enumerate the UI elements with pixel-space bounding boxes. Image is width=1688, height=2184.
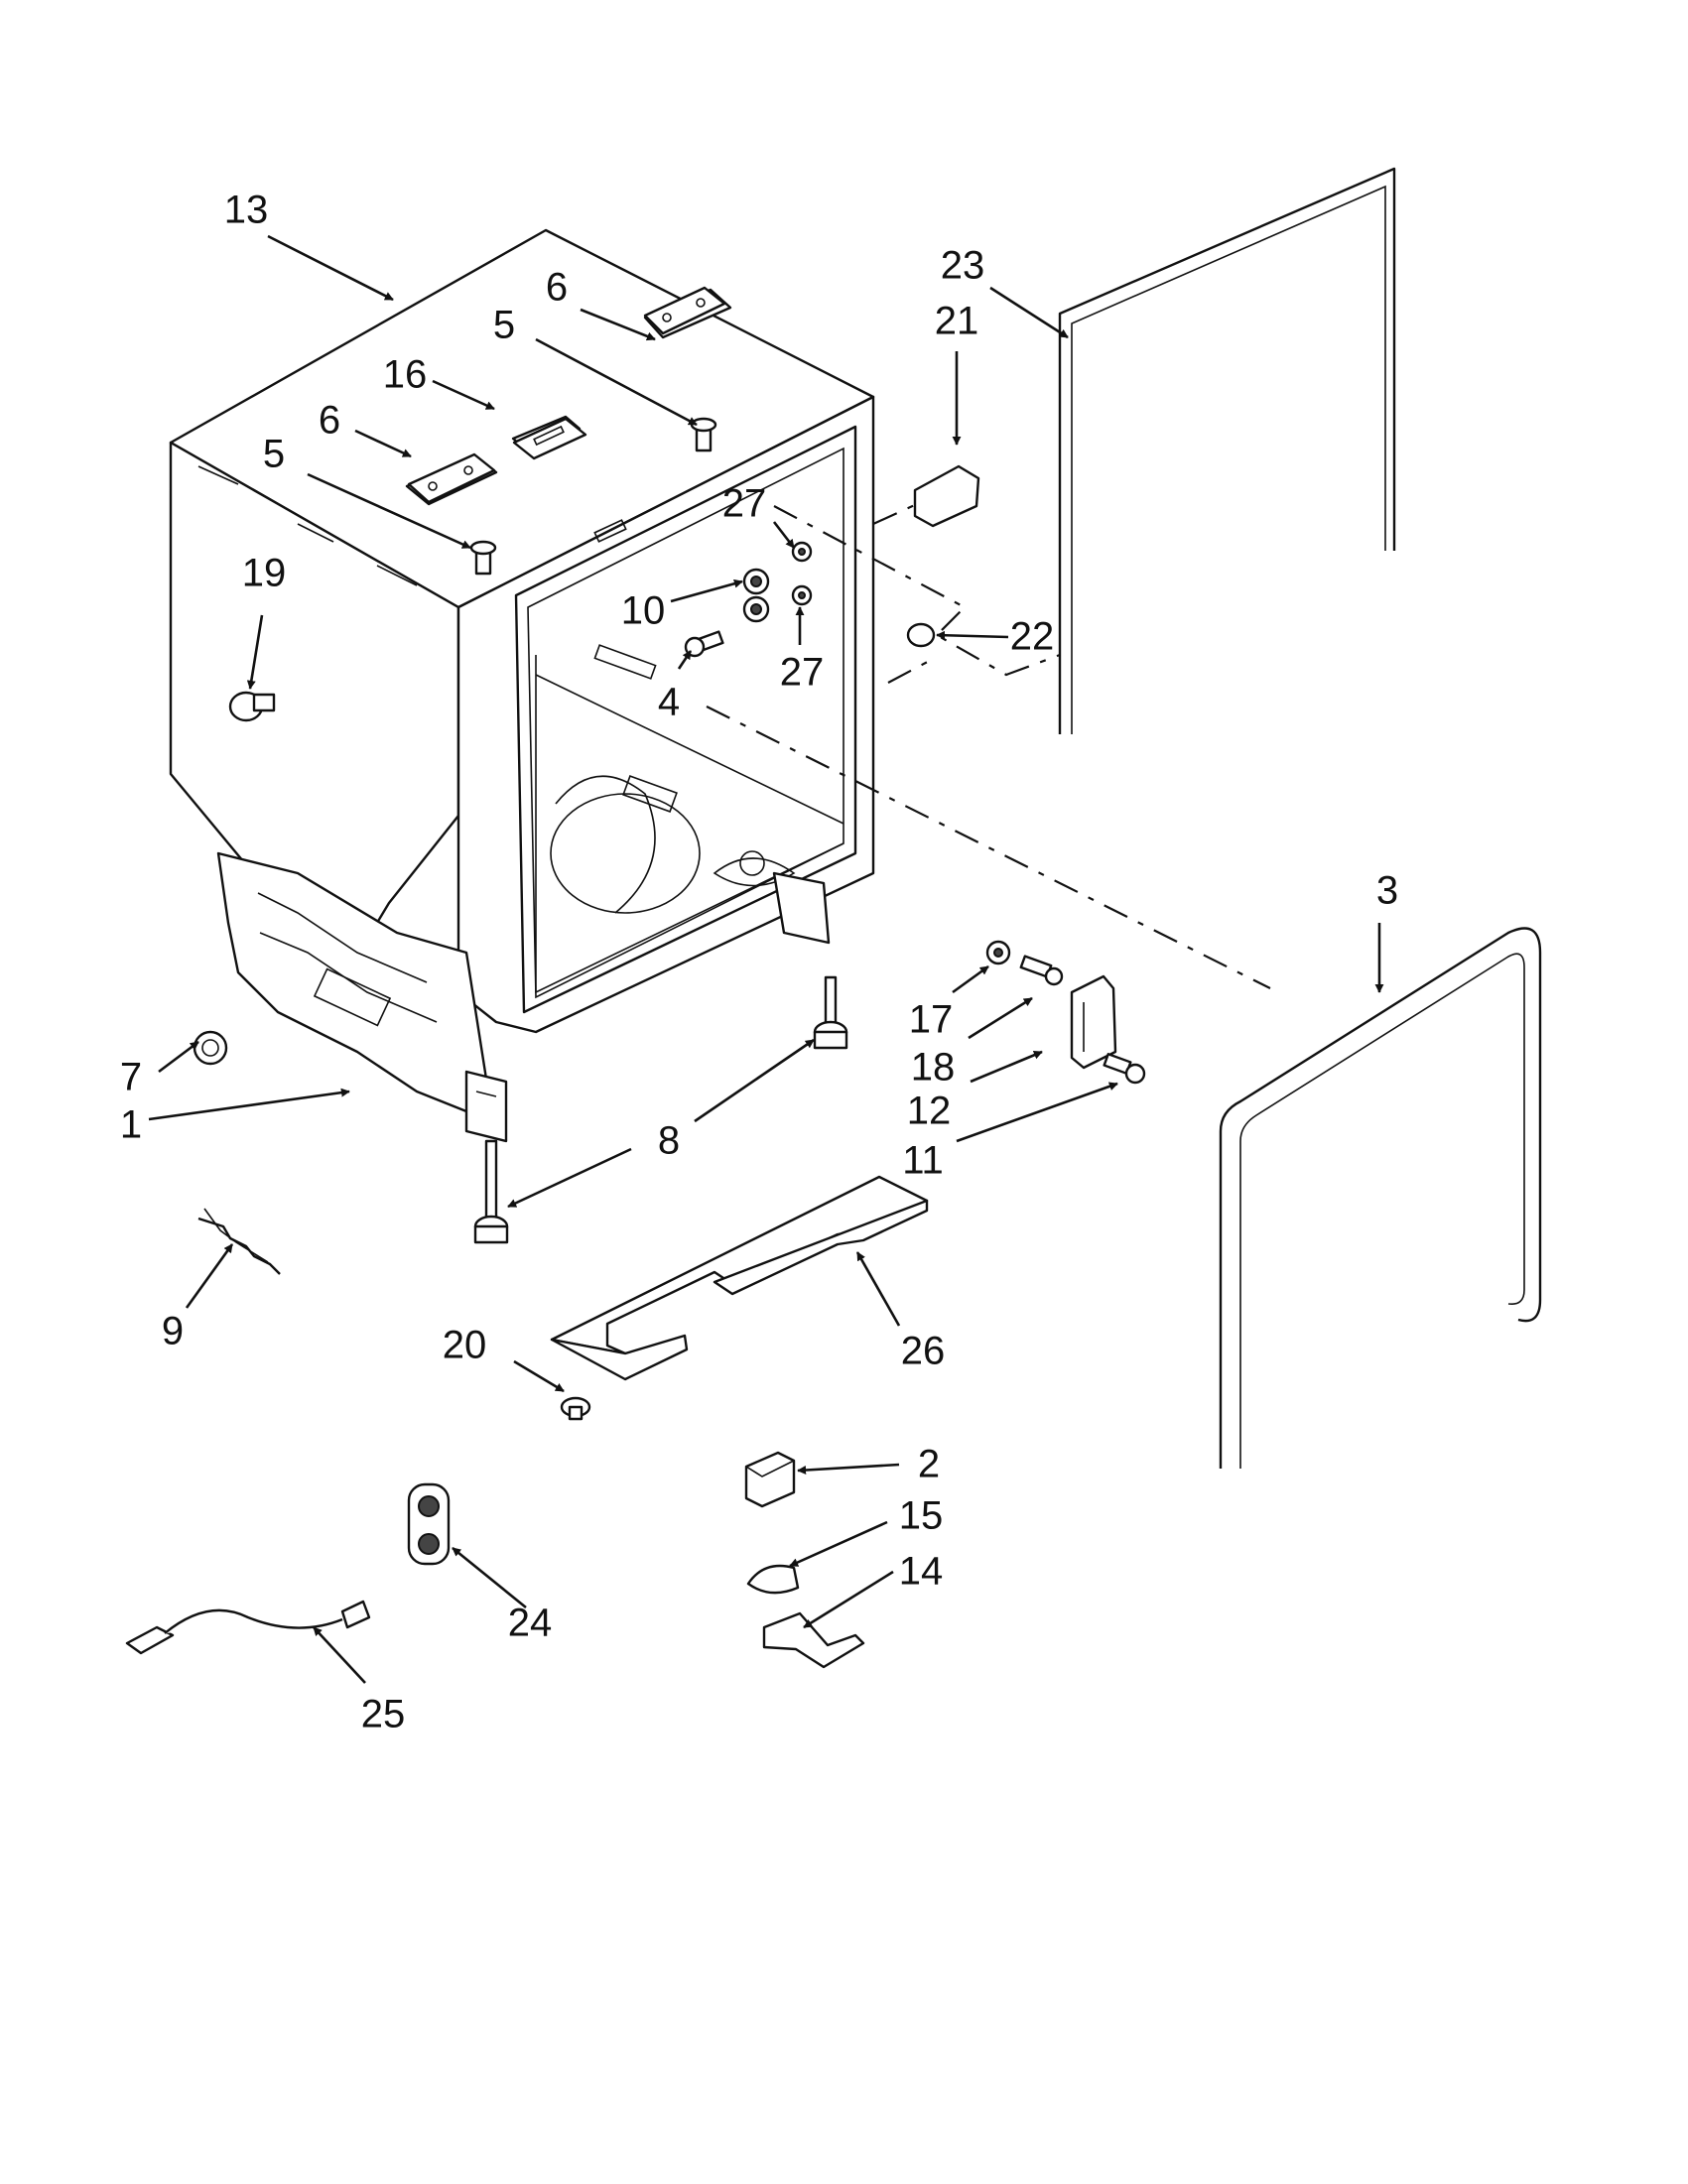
- leveling-leg-8-right: [813, 975, 848, 1050]
- label-6a: 6: [546, 266, 568, 310]
- label-27b: 27: [780, 651, 825, 695]
- label-24: 24: [508, 1602, 553, 1645]
- clip-21: [913, 464, 980, 528]
- bracket-6-top: [643, 286, 726, 335]
- screw-18: [1019, 955, 1064, 986]
- center-line-to-clip-21: [872, 502, 918, 526]
- fastener-20: [560, 1396, 591, 1421]
- label-14: 14: [899, 1550, 944, 1594]
- label-25: 25: [361, 1693, 406, 1736]
- leader-lines: [148, 234, 1384, 1684]
- label-27a: 27: [722, 482, 767, 526]
- bracket-6-left: [407, 452, 496, 504]
- gasket-23: [1058, 167, 1396, 734]
- label-1: 1: [120, 1103, 142, 1147]
- center-line-to-plug-22: [773, 505, 1061, 677]
- label-15: 15: [899, 1494, 944, 1538]
- label-20: 20: [443, 1324, 487, 1367]
- grommet-24: [407, 1482, 451, 1566]
- gasket-3: [1219, 927, 1542, 1469]
- label-5a: 5: [493, 304, 515, 347]
- label-26: 26: [901, 1330, 946, 1373]
- leveling-leg-8-left: [473, 1139, 509, 1244]
- screw-4: [684, 630, 724, 658]
- label-22: 22: [1010, 615, 1055, 659]
- label-5b: 5: [263, 433, 285, 476]
- label-13: 13: [224, 189, 269, 232]
- spring-9: [197, 1208, 281, 1275]
- label-2: 2: [918, 1443, 940, 1486]
- bracket-16: [512, 417, 587, 460]
- center-line-lower-22: [887, 656, 938, 684]
- screw-5-left: [469, 540, 497, 576]
- label-17: 17: [909, 998, 954, 1042]
- label-11: 11: [902, 1139, 944, 1183]
- screw-11: [1103, 1053, 1146, 1085]
- center-line-tub-to-gasket-3: [706, 706, 1271, 989]
- label-19: 19: [242, 552, 287, 595]
- plug-22: [906, 622, 936, 648]
- label-9: 9: [162, 1310, 184, 1353]
- label-12: 12: [907, 1090, 952, 1133]
- washer-27b: [791, 584, 813, 606]
- float-15: [746, 1564, 800, 1595]
- label-4: 4: [658, 681, 680, 724]
- label-3: 3: [1376, 869, 1398, 913]
- tub-assembly: [169, 228, 875, 1143]
- washer-27a: [791, 541, 813, 563]
- roller-10: [742, 568, 770, 623]
- bracket-12: [1070, 974, 1117, 1070]
- label-8: 8: [658, 1119, 680, 1163]
- wheel-7: [193, 1030, 228, 1066]
- label-18: 18: [911, 1046, 956, 1090]
- cover-26: [550, 1175, 929, 1381]
- plug-19: [228, 691, 276, 722]
- wire-25: [125, 1600, 371, 1655]
- label-16: 16: [383, 353, 428, 397]
- clip-17: [985, 940, 1011, 965]
- label-23: 23: [941, 244, 985, 288]
- screw-5-top: [690, 417, 717, 452]
- label-10: 10: [621, 589, 666, 633]
- switch-2: [744, 1451, 796, 1508]
- label-21: 21: [935, 300, 979, 343]
- label-7: 7: [120, 1056, 142, 1099]
- label-6b: 6: [319, 399, 340, 443]
